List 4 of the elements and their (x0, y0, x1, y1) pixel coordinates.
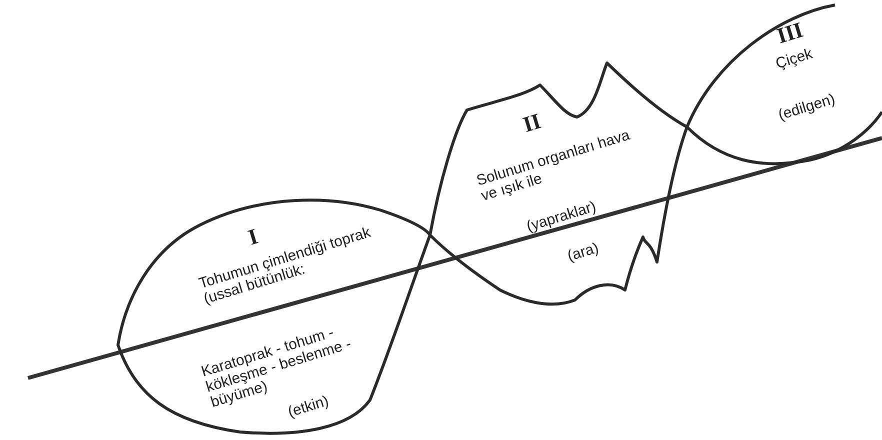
region-text: (etkin) (286, 391, 332, 421)
section-numeral: I (244, 222, 262, 252)
section-numeral: II (519, 108, 545, 138)
region-text: (ara) (566, 238, 602, 265)
